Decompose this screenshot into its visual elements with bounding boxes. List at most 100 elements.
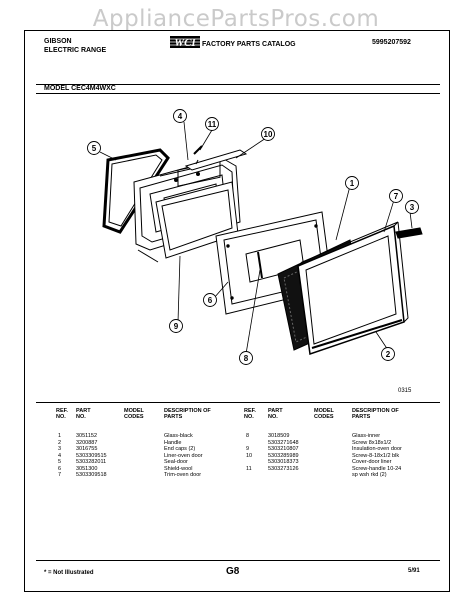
table-row: 3 3016755 End caps (2)	[56, 446, 236, 452]
table-row: 5 5303282011 Seal-door	[56, 459, 236, 465]
table-row: sp wsh rkd (2)	[244, 472, 434, 478]
desc-cell: Trim-oven door	[164, 472, 202, 478]
ref-cell: 10	[246, 452, 253, 459]
logo-text: WCI	[174, 37, 196, 49]
desc-cell: Screw-8-18x1/2 blk	[352, 452, 400, 459]
callout-6: 6	[208, 296, 213, 305]
callout-1: 1	[350, 179, 355, 188]
ref-cell: 6	[58, 465, 62, 472]
callout-3-circle	[405, 200, 419, 214]
callout-markers	[87, 109, 419, 365]
table-row: 10 5303285989 Screw-8-18x1/2 blk	[244, 453, 434, 459]
desc-cell: Seal-door	[164, 459, 188, 465]
footnote: * = Not Illustrated	[44, 570, 94, 576]
desc-cell: Screw 8x18x1/2	[352, 439, 392, 446]
ref-cell: 9	[246, 446, 250, 452]
desc-cell: Handle	[164, 439, 182, 446]
part-cell: 3051300	[76, 465, 98, 472]
part-cell: 3018509	[268, 433, 290, 439]
part-cell: 5303018373	[268, 459, 299, 465]
page-frame	[24, 30, 450, 592]
ref-cell: 7	[58, 472, 62, 478]
table-rule	[36, 402, 440, 403]
desc-cell: End caps (2)	[164, 446, 196, 452]
part-cell: 5303271648	[268, 439, 299, 446]
callout-leaders	[99, 121, 413, 355]
catalog-title: FACTORY PARTS CATALOG	[202, 41, 296, 48]
ref-cell: 1	[58, 433, 62, 439]
part-cell: 5303210807	[268, 446, 299, 452]
ref-cell: 11	[246, 465, 252, 472]
callout-2-circle	[381, 347, 395, 361]
callout-6-circle	[203, 293, 217, 307]
page-code: G8	[226, 566, 240, 577]
callout-4-circle	[173, 109, 187, 123]
ref-cell: 2	[58, 439, 62, 446]
col-desc-left: DESCRIPTION OF PARTS	[164, 408, 211, 420]
end-cap-part	[395, 227, 423, 239]
callout-11-circle	[205, 117, 219, 131]
callout-5-circle	[87, 141, 101, 155]
catalog-number: 5995207592	[372, 39, 411, 46]
callout-10: 10	[264, 130, 273, 139]
callout-11: 11	[208, 120, 217, 129]
callout-5: 5	[92, 144, 97, 153]
desc-cell: sp wsh rkd (2)	[352, 472, 387, 478]
col-model-right: MODEL CODES	[314, 408, 334, 420]
col-part-left: PART NO.	[76, 408, 91, 420]
table-row: 11 5303273126 Screw-handle 10-24	[244, 466, 434, 472]
table-row: 5303271648 Screw 8x18x1/2	[244, 440, 434, 446]
callout-9-circle	[169, 319, 183, 333]
part-cell: 5303273126	[268, 465, 299, 472]
diagram-code: 0315	[398, 388, 412, 394]
callout-9: 9	[174, 322, 179, 331]
callout-8-circle	[239, 351, 253, 365]
watermark: AppliancePartsPros.com	[92, 6, 380, 32]
header-rule	[36, 84, 440, 85]
col-ref-right: REF. NO.	[244, 408, 256, 420]
cover-door-liner-part	[184, 149, 248, 171]
callout-8: 8	[244, 354, 249, 363]
callout-10-circle	[261, 127, 275, 141]
part-cell: 3051152	[76, 433, 98, 439]
part-cell: 5303309515	[76, 452, 107, 459]
handle-part	[311, 319, 403, 349]
ref-cell: 5	[58, 459, 62, 465]
col-part-right: PART NO.	[268, 408, 283, 420]
table-row: 8 3018509 Glass-inner	[244, 433, 434, 439]
table-row: 2 3200887 Handle	[56, 440, 236, 446]
brand-line-1: GIBSON	[44, 38, 72, 45]
table-row: 1 3051152 Glass-black	[56, 433, 236, 439]
desc-cell: Screw-handle 10-24	[352, 465, 402, 472]
footer-rule	[36, 560, 440, 561]
exploded-diagram: 5 4 11 10 1 7 3 2 9 6 8	[87, 109, 423, 365]
desc-cell: Liner-oven door	[164, 452, 203, 459]
wci-logo: WCI	[170, 34, 200, 50]
table-row: 5303018373 Cover-door liner	[244, 459, 434, 465]
ref-cell: 8	[246, 433, 250, 439]
print-date: 5/91	[408, 568, 420, 574]
part-cell: 5303309518	[76, 472, 107, 478]
trim-oven-door-part	[297, 221, 409, 356]
callout-1-circle	[345, 176, 359, 190]
screw-11-part	[193, 145, 203, 155]
part-cell: 5303285989	[268, 452, 299, 459]
table-row: 4 5303309515 Liner-oven door	[56, 453, 236, 459]
col-desc-right: DESCRIPTION OF PARTS	[352, 408, 399, 420]
part-cell: 3200887	[76, 439, 98, 446]
callout-4: 4	[178, 112, 183, 121]
part-cell: 5303282011	[76, 459, 107, 465]
table-row: 7 5303309518 Trim-oven door	[56, 472, 236, 478]
model-rule	[36, 93, 440, 94]
desc-cell: Glass-inner	[352, 433, 381, 439]
ref-cell: 3	[58, 446, 62, 452]
desc-cell: Shield-wool	[164, 465, 193, 472]
part-cell: 3016755	[76, 446, 98, 452]
callout-7-circle	[389, 189, 403, 203]
col-model-left: MODEL CODES	[124, 408, 144, 420]
ref-cell: 4	[58, 452, 62, 459]
desc-cell: Insulation-oven door	[352, 446, 402, 452]
table-row: 6 3051300 Shield-wool	[56, 466, 236, 472]
desc-cell: Cover-door liner	[352, 459, 392, 465]
callout-3: 3	[410, 203, 415, 212]
